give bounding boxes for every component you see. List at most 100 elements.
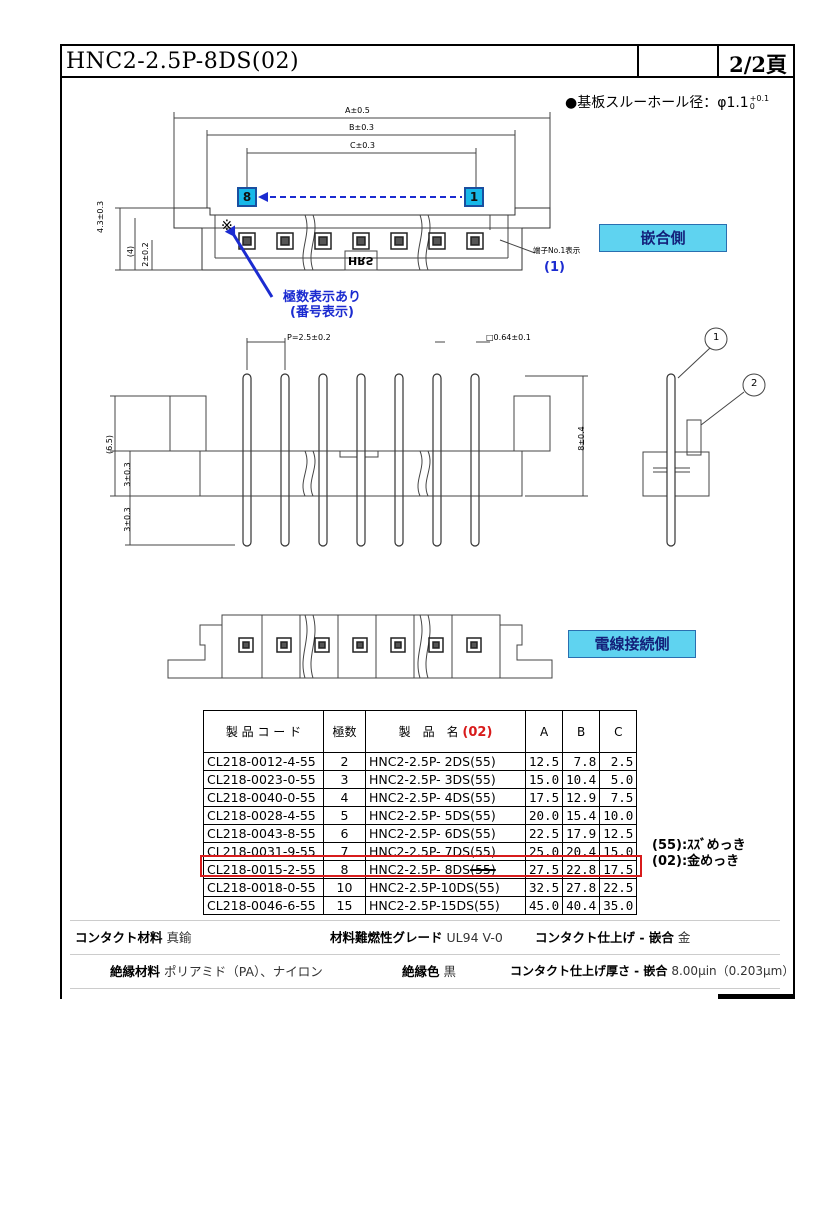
pin1-callout: (1) <box>544 260 565 275</box>
prop-label: コンタクト仕上げ厚さ - 嵌合 <box>510 964 668 978</box>
cell-a: 22.5 <box>524 824 564 843</box>
cell-b: 10.4 <box>562 770 601 789</box>
header-name-suffix: (02) <box>462 725 493 740</box>
cell-a: 17.5 <box>524 788 564 807</box>
cell-a: 32.5 <box>524 878 564 897</box>
divider <box>70 988 780 989</box>
prop-value: 黒 <box>443 964 457 979</box>
cell-a: 20.0 <box>524 806 564 825</box>
cell-poles: 4 <box>323 788 366 807</box>
wire-side-label: 電線接続側 <box>568 630 696 658</box>
dim-a-label: A±0.5 <box>345 106 370 115</box>
cell-b: 27.8 <box>562 878 601 897</box>
header-a: A <box>524 710 564 753</box>
cell-name: HNC2-2.5P-10DS(55) <box>365 878 526 897</box>
cell-name: HNC2-2.5P- 3DS(55) <box>365 770 526 789</box>
prop-contact-material: コンタクト材料真鍮 <box>75 921 192 954</box>
cell-code: CL218-0018-0-55 <box>203 878 324 897</box>
cell-c: 22.5 <box>599 878 638 897</box>
plating-legend: (55):ｽｽﾞめっき (02):金めっき <box>652 838 746 870</box>
note-tolerance-upper: +0.1 <box>749 94 770 103</box>
cell-name: HNC2-2.5P-15DS(55) <box>365 896 526 915</box>
prop-value: UL94 V-0 <box>446 930 503 945</box>
cell-c: 35.0 <box>599 896 638 915</box>
header-name: 製 品 名 (02) <box>365 710 526 753</box>
header-poles: 極数 <box>323 710 366 753</box>
dim-3-lower: 3±0.3 <box>122 507 132 532</box>
cell-c: 5.0 <box>599 770 638 789</box>
cell-code: CL218-0040-0-55 <box>203 788 324 807</box>
cell-name-struck: (55) <box>470 862 496 877</box>
cell-c: 2.5 <box>599 752 638 771</box>
cell-poles: 15 <box>323 896 366 915</box>
dim-height-body: (4) <box>126 245 136 258</box>
prop-insulation: 絶縁材料ポリアミド（PA）、ナイロン <box>110 955 323 988</box>
plating-gold: (02):金めっき <box>652 854 740 869</box>
note-tolerance-lower: 0 <box>749 102 755 111</box>
dim-65-label: (6.5) <box>104 435 114 454</box>
pin-size-label: □0.64±0.1 <box>486 333 531 342</box>
cell-a: 45.0 <box>524 896 564 915</box>
cell-name: HNC2-2.5P- 5DS(55) <box>365 806 526 825</box>
pin1-note: 端子No.1表示 <box>533 246 581 255</box>
plating-tin: (55):ｽｽﾞめっき <box>652 838 746 853</box>
cell-b: 15.4 <box>562 806 601 825</box>
cell-poles: 6 <box>323 824 366 843</box>
cell-c: 12.5 <box>599 824 638 843</box>
cell-c: 7.5 <box>599 788 638 807</box>
note-text: ●基板スルーホール径：φ1.1 <box>565 95 749 111</box>
reference-mark-icon: ※ <box>221 218 233 234</box>
callout-arrow <box>230 231 274 298</box>
title-block: HNC2-2.5P-8DS(02) 2/2頁 <box>60 44 795 78</box>
divider <box>70 920 780 921</box>
prop-value: 真鍮 <box>166 930 192 945</box>
dim-c-label: C±0.3 <box>350 141 376 150</box>
divider <box>70 954 780 955</box>
multi-pole-callout: 極数表示あり (番号表示) <box>282 290 361 320</box>
dim-height-total: 4.3±0.3 <box>96 200 105 233</box>
cell-name-text: HNC2-2.5P- 8DS <box>369 862 471 877</box>
dim-3-upper: 3±0.3 <box>122 462 132 487</box>
arrow-head-icon <box>258 192 268 202</box>
prop-finish: コンタクト仕上げ - 嵌合金 <box>535 921 690 954</box>
prop-value: 金 <box>677 930 691 945</box>
footer-bar <box>718 994 795 999</box>
cell-b: 7.8 <box>562 752 601 771</box>
cell-b: 17.9 <box>562 824 601 843</box>
pitch-label: P=2.5±0.2 <box>287 333 331 342</box>
header-code: 製 品 コ ー ド <box>203 710 324 753</box>
header-c: C <box>599 710 638 753</box>
prop-label: コンタクト仕上げ - 嵌合 <box>535 930 674 945</box>
prop-label: 絶縁色 <box>402 964 440 979</box>
cell-poles: 10 <box>323 878 366 897</box>
pin-badge-1: 1 <box>464 187 484 207</box>
cell-poles: 3 <box>323 770 366 789</box>
brand-mark: HRS <box>348 254 374 267</box>
circle-label-2: 2 <box>751 378 758 389</box>
dim-8-label: 8±0.4 <box>576 426 586 451</box>
product-table: 製 品 コ ー ド 極数 製 品 名 (02) A B C CL218-0012… <box>203 710 638 915</box>
part-title: HNC2-2.5P-8DS(02) <box>66 49 300 74</box>
arrow-head-icon <box>224 225 236 238</box>
table-header-row: 製 品 コ ー ド 極数 製 品 名 (02) A B C <box>203 710 638 753</box>
pin-badge-8: 8 <box>237 187 257 207</box>
cell-code: CL218-0046-6-55 <box>203 896 324 915</box>
cell-name: HNC2-2.5P- 4DS(55) <box>365 788 526 807</box>
cell-b: 12.9 <box>562 788 601 807</box>
prop-value: ポリアミド（PA）、ナイロン <box>164 964 323 979</box>
page-number: 2/2頁 <box>729 52 787 77</box>
contact-pins <box>242 373 676 547</box>
cell-c: 10.0 <box>599 806 638 825</box>
circle-label-1: 1 <box>713 332 720 343</box>
mating-side-label: 嵌合側 <box>599 224 727 252</box>
cell-name: HNC2-2.5P- 6DS(55) <box>365 824 526 843</box>
prop-color: 絶縁色黒 <box>402 955 456 988</box>
cell-poles: 5 <box>323 806 366 825</box>
terminal-squares-top <box>238 232 484 250</box>
